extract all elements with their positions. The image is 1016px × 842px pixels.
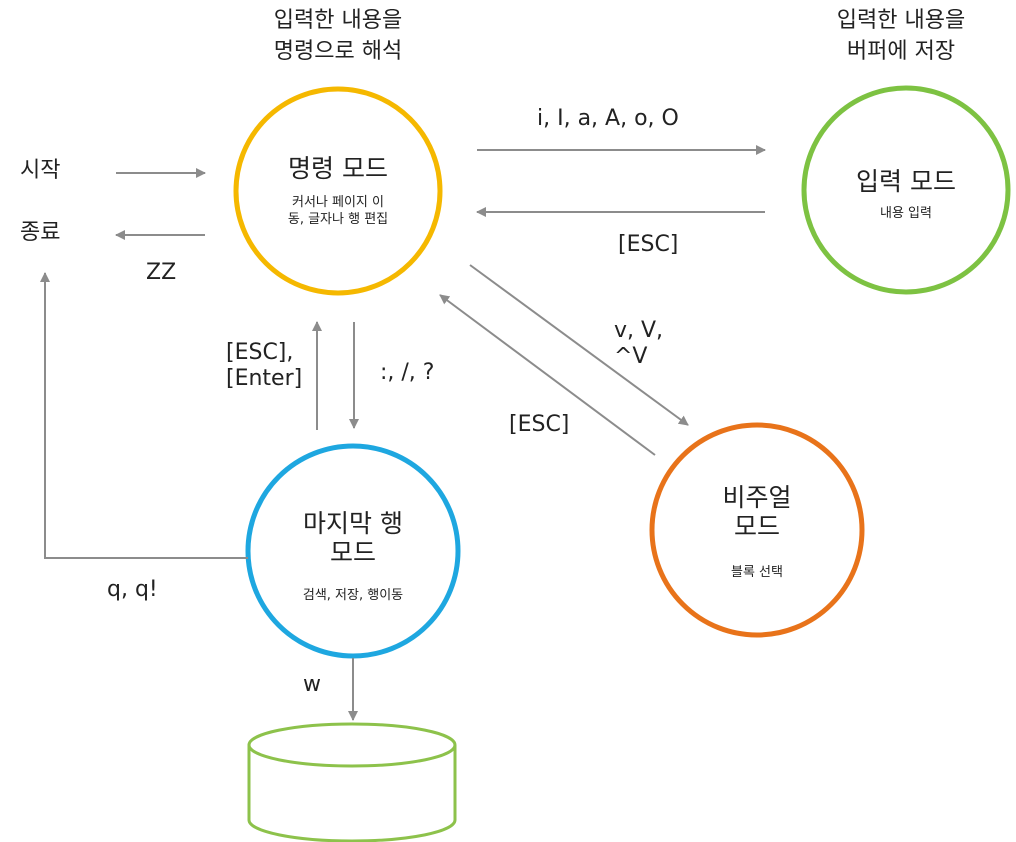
edge-label-quit-zz: ZZ [146, 260, 177, 285]
lastline-mode-circle [245, 443, 461, 659]
end-label: 종료 [20, 220, 61, 245]
edge-label-to-input: i, I, a, A, o, O [537, 106, 679, 131]
visual-mode-description: 블록 선택 [731, 565, 783, 580]
lastline-mode-title: 마지막 행 모드 [303, 509, 403, 567]
storage-body [247, 745, 457, 842]
start-label: 시작 [20, 158, 61, 183]
command-mode-title: 명령 모드 [288, 154, 388, 183]
edge-label-visual-esc: [ESC] [509, 412, 570, 437]
arrow-command-to-visual [469, 264, 689, 426]
command-mode-description: 커서나 페이지 이 동, 글자나 행 편집 [287, 195, 389, 227]
visual-mode-circle [649, 422, 865, 638]
lastline-mode-description: 검색, 저장, 행이동 [302, 588, 404, 603]
input-mode-description: 내용 입력 [880, 206, 932, 221]
arrow-visual-to-command [439, 294, 656, 456]
storage-cylinder-icon [247, 722, 457, 842]
arrow-lastline-to-end [40, 272, 248, 559]
edge-label-to-visual: v, V, ^V [614, 318, 664, 370]
edge-label-input-esc: [ESC] [618, 232, 679, 257]
edge-label-write-w: w [303, 672, 321, 697]
visual-mode-title: 비주얼 모드 [722, 483, 792, 541]
storage-top [247, 722, 457, 768]
input-mode-annotation: 입력한 내용을 버퍼에 저장 [836, 8, 966, 64]
edge-label-to-lastline: :, /, ? [380, 360, 435, 385]
input-mode-title: 입력 모드 [856, 167, 956, 196]
command-mode-circle [233, 86, 443, 296]
input-mode-circle [801, 85, 1011, 295]
edge-label-quit-q: q, q! [107, 577, 158, 602]
edge-label-lastline-back: [ESC], [Enter] [226, 340, 303, 392]
command-mode-annotation: 입력한 내용을 명령으로 해석 [273, 8, 403, 64]
